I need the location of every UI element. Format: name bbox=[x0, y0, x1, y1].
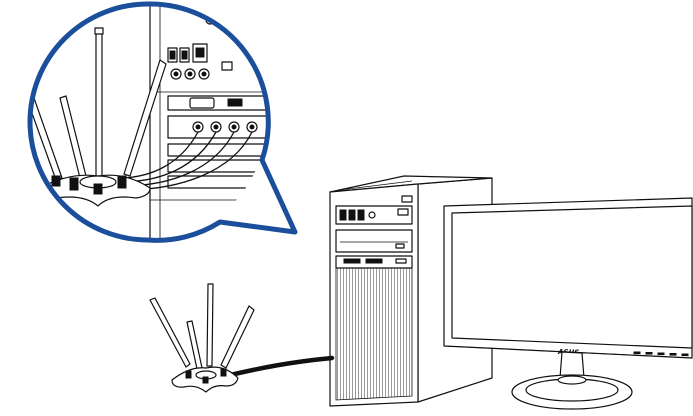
audio-jacks bbox=[171, 69, 209, 79]
dvi-port bbox=[190, 98, 214, 108]
wifi-antenna-icon bbox=[150, 284, 332, 392]
antenna-cable bbox=[226, 358, 332, 376]
wifi-card-bracket bbox=[168, 116, 278, 138]
hdmi-port bbox=[228, 99, 242, 106]
optical-drive bbox=[336, 230, 412, 252]
callout-magnifier bbox=[28, 0, 295, 240]
